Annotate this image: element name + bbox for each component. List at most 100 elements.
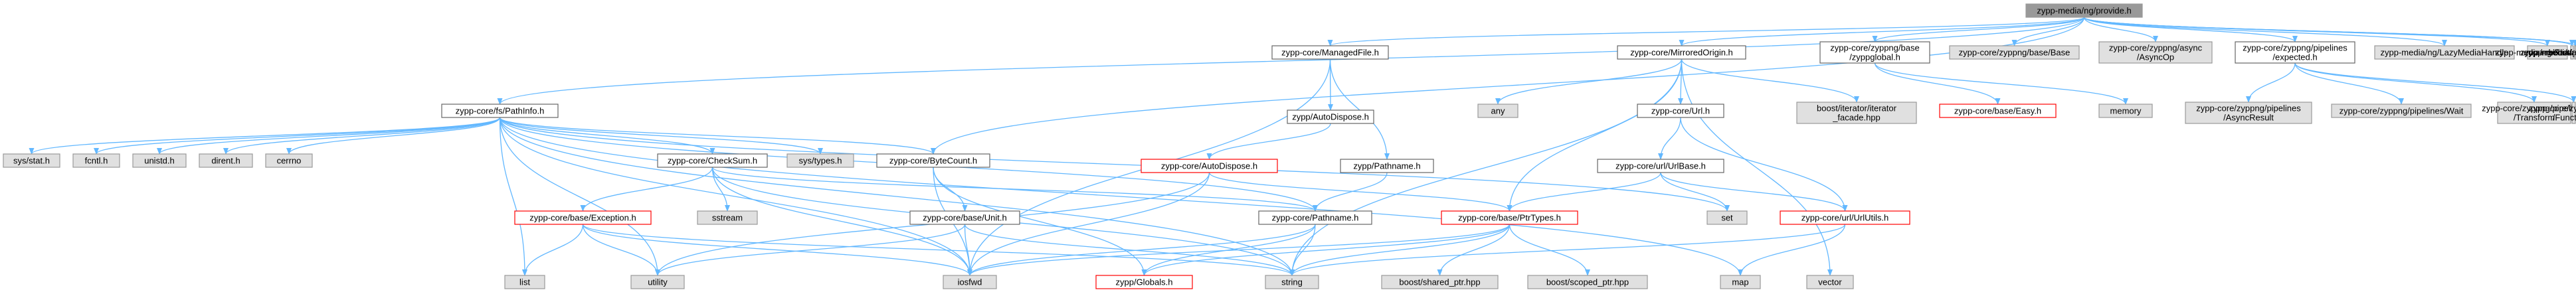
node-sharedptr[interactable]: boost/shared_ptr.hpp	[1381, 275, 1499, 289]
edge-root-to-pathinfo	[497, 17, 2085, 105]
edge-pathinfo-to-systypes	[499, 117, 823, 155]
node-globals[interactable]: zypp/Globals.h	[1095, 275, 1193, 289]
node-label-line: zypp-core/zyppng/async	[2109, 43, 2203, 53]
node-map[interactable]: map	[1720, 275, 1761, 289]
node-pathname_h[interactable]: zypp/Pathname.h	[1340, 159, 1434, 173]
node-base[interactable]: zypp-core/zyppng/base/Base	[1949, 45, 2080, 60]
node-checksum[interactable]: zypp-core/CheckSum.h	[657, 153, 768, 168]
node-label-line: zypp-core/Url.h	[1651, 106, 1710, 116]
node-label-line: zypp-core/AutoDispose.h	[1161, 161, 1257, 171]
edge-pathinfo-to-iosfwd	[499, 117, 972, 276]
node-cerrno[interactable]: cerrno	[265, 153, 313, 168]
node-iosfwd[interactable]: iosfwd	[943, 275, 997, 289]
node-bytecount[interactable]: zypp-core/ByteCount.h	[876, 153, 990, 168]
node-label-line: zypp-core/ByteCount.h	[889, 156, 977, 166]
edge-urlutils-to-string	[1289, 224, 1846, 276]
node-sstream[interactable]: sstream	[697, 210, 758, 225]
node-label: zypp-core/zyppng/pipelines/expected.h	[2243, 43, 2347, 62]
node-autodispose_h[interactable]: zypp/AutoDispose.h	[1287, 110, 1374, 124]
node-label: zypp-core/base/PtrTypes.h	[1458, 213, 1561, 223]
node-label-line: zypp-core/zyppng/base/Base	[1959, 48, 2070, 58]
node-label-line: zypp-core/zyppng/base	[1830, 43, 1919, 53]
node-managedfile[interactable]: zypp-core/ManagedFile.h	[1271, 45, 1389, 60]
edge-pathinfo-to-bytecount	[499, 117, 936, 155]
node-providefwd[interactable]: zypp-media/ng/ProvideFwd	[2495, 45, 2576, 60]
node-label: fcntl.h	[85, 156, 108, 166]
node-box	[1597, 159, 1724, 173]
node-mirroredorigin[interactable]: zypp-core/MirroredOrigin.h	[1617, 45, 1746, 60]
node-set[interactable]: set	[1706, 210, 1748, 225]
node-vector[interactable]: vector	[1806, 275, 1854, 289]
node-asyncop[interactable]: zypp-core/zyppng/async/AsyncOp	[2098, 41, 2213, 64]
node-systypes[interactable]: sys/types.h	[786, 153, 854, 168]
node-label: zypp-media/ng/ProvideFwd	[2495, 48, 2576, 58]
node-label-line: zypp-core/url/UrlUtils.h	[1801, 213, 1888, 223]
node-box	[1637, 104, 1724, 118]
node-dirent[interactable]: dirent.h	[199, 153, 253, 168]
edge-root-to-bytecount	[931, 17, 2085, 155]
node-box	[2331, 104, 2472, 118]
node-label-line: cerrno	[277, 156, 302, 166]
node-box	[1939, 104, 2057, 118]
node-functional[interactable]: zypp-core/zyppng/meta/Functional	[2529, 102, 2576, 124]
edge-mirroredorigin-to-vector	[1681, 58, 1833, 276]
node-ptrtypes[interactable]: zypp-core/base/PtrTypes.h	[1441, 210, 1578, 225]
node-fcntl[interactable]: fcntl.h	[72, 153, 120, 168]
node-boostany[interactable]: boost/any.hpp	[2549, 45, 2576, 60]
node-root[interactable]: zypp-media/ng/provide.h	[2025, 3, 2143, 18]
node-transform[interactable]: zypp-core/zyppng/pipelines/Transform	[2482, 102, 2576, 124]
node-unit[interactable]: zypp-core/base/Unit.h	[909, 210, 1020, 225]
node-label: sys/stat.h	[13, 156, 50, 166]
node-sysstat[interactable]: sys/stat.h	[3, 153, 60, 168]
node-pathname_core[interactable]: zypp-core/Pathname.h	[1258, 210, 1372, 225]
node-label-line: sys/stat.h	[13, 156, 50, 166]
node-exception[interactable]: zypp-core/base/Exception.h	[514, 210, 652, 225]
node-urlbase[interactable]: zypp-core/url/UrlBase.h	[1597, 159, 1724, 173]
node-box	[1265, 275, 1319, 289]
edge-pathinfo-to-list	[499, 117, 527, 276]
edge-pathinfo-to-fcntl	[94, 117, 501, 155]
edge-pathname_h-to-pathname_core	[1313, 172, 1388, 212]
node-pathinfo[interactable]: zypp-core/fs/PathInfo.h	[441, 104, 559, 118]
node-label-line: map	[1732, 277, 1748, 287]
node-list[interactable]: list	[504, 275, 545, 289]
node-asyncresult[interactable]: zypp-core/zyppng/pipelines/AsyncResult	[2185, 102, 2312, 124]
node-label: map	[1732, 277, 1748, 287]
node-label-line: set	[1721, 213, 1733, 223]
edge-urlutils-to-map	[1738, 224, 1846, 276]
edge-pathname_core-to-string	[1289, 224, 1316, 276]
node-label-line: zypp-media/ng/ProvideFwd	[2495, 48, 2576, 58]
edge-root-to-expected	[2083, 17, 2298, 42]
node-easy[interactable]: zypp-core/base/Easy.h	[1939, 104, 2057, 118]
node-box	[1806, 275, 1854, 289]
node-label: any	[1491, 106, 1505, 116]
node-zyppglobal[interactable]: zypp-core/zyppng/base/zyppglobal.h	[1819, 41, 1930, 64]
node-unistd[interactable]: unistd.h	[132, 153, 187, 168]
node-wait[interactable]: zypp-core/zyppng/pipelines/Wait	[2331, 104, 2472, 118]
edge-ptrtypes-to-string	[1289, 224, 1511, 276]
edge-managedfile-to-pathname_h	[1329, 58, 1390, 160]
node-scopedptr[interactable]: boost/scoped_ptr.hpp	[1527, 275, 1648, 289]
node-label: zypp-core/zyppng/base/Base	[1959, 48, 2070, 58]
node-url[interactable]: zypp-core/Url.h	[1637, 104, 1724, 118]
node-utility[interactable]: utility	[630, 275, 685, 289]
node-autodispose_core[interactable]: zypp-core/AutoDispose.h	[1141, 159, 1278, 173]
node-memory[interactable]: memory	[2098, 104, 2153, 118]
node-any[interactable]: any	[1477, 104, 1518, 118]
node-iterfacade[interactable]: boost/iterator/iterator_facade.hpp	[1796, 102, 1917, 124]
node-lazymedia[interactable]: zypp-media/ng/LazyMediaHandle	[2374, 45, 2515, 60]
node-urlutils[interactable]: zypp-core/url/UrlUtils.h	[1780, 210, 1910, 225]
node-label: zypp-media/ng/provide.h	[2037, 6, 2131, 16]
node-provideres[interactable]: zypp-media/ng/ProvideRes	[2520, 45, 2576, 60]
edges-layer	[29, 17, 2576, 276]
node-string[interactable]: string	[1265, 275, 1319, 289]
node-label-line: zypp-core/base/Unit.h	[923, 213, 1006, 223]
node-box	[2527, 45, 2568, 60]
edge-exception-to-list	[522, 224, 584, 276]
node-box	[1095, 275, 1193, 289]
node-box	[2497, 102, 2571, 124]
node-label: sstream	[712, 213, 743, 223]
node-box	[1819, 41, 1930, 64]
node-label-line: boost/scoped_ptr.hpp	[1546, 277, 1629, 287]
node-expected[interactable]: zypp-core/zyppng/pipelines/expected.h	[2235, 41, 2355, 64]
